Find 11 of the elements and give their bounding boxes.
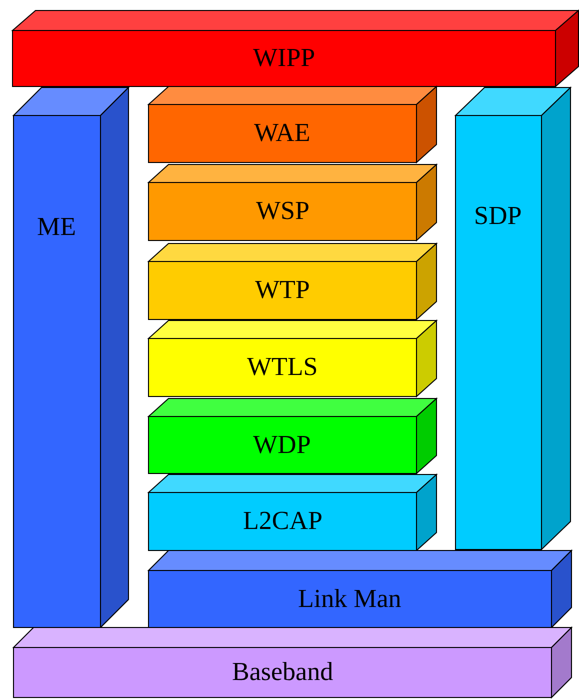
layer-label: L2CAP (243, 506, 322, 536)
layer-label: WDP (253, 430, 311, 460)
layer-label: WAE (254, 118, 310, 148)
layer-label: Link Man (298, 584, 402, 614)
layer-label: WTP (255, 275, 310, 305)
layer-label: SDP (474, 201, 522, 231)
layer-label: WIPP (253, 43, 316, 73)
layer-label: WTLS (247, 352, 318, 382)
layer-label: WSP (256, 196, 310, 226)
layer-label: ME (37, 212, 76, 242)
layer-label: Baseband (232, 657, 334, 687)
